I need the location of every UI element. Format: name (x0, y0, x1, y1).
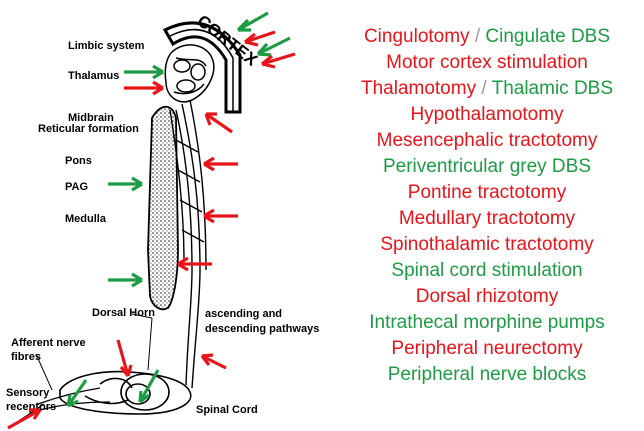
procedure-item: Periventricular grey DBS (330, 154, 644, 180)
procedure-item: Spinothalamic tractotomy (330, 232, 644, 258)
procedure-name: Mesencephalic tractotomy (377, 130, 598, 151)
arrow-thalamic-dbs (124, 66, 163, 78)
procedure-name: Intrathecal morphine pumps (369, 312, 605, 333)
procedure-name: Peripheral neurectomy (391, 338, 582, 359)
arrow-motor-cortex (258, 38, 290, 55)
arrow-mesencephalic (204, 158, 238, 170)
procedure-separator: / (476, 78, 492, 99)
procedure-alternative: Thalamic DBS (492, 78, 613, 99)
label-pathways-line1: ascending and (205, 308, 282, 320)
procedure-item: Intrathecal morphine pumps (330, 310, 644, 336)
procedure-item: Cingulotomy / Cingulate DBS (330, 24, 644, 50)
arrow-pontine (204, 210, 238, 222)
procedure-name: Cingulotomy (364, 26, 470, 47)
procedure-name: Peripheral nerve blocks (388, 364, 587, 385)
procedure-name: Medullary tractotomy (399, 208, 575, 229)
thalamus-structure (165, 45, 214, 102)
procedure-name: Spinal cord stimulation (391, 260, 582, 281)
procedure-item: Hypothalamotomy (330, 102, 644, 128)
label-medulla: Medulla (65, 213, 107, 225)
procedure-item: Thalamotomy / Thalamic DBS (330, 76, 644, 102)
label-spinal-cord: Spinal Cord (196, 404, 258, 416)
arrow-pag-dbs (108, 178, 142, 190)
arrow-dorsal-rhizotomy (118, 340, 131, 376)
arrow-medullary (178, 258, 212, 270)
procedure-alternative: Cingulate DBS (485, 26, 610, 47)
procedure-item: Motor cortex stimulation (330, 50, 644, 76)
arrow-thalamotomy (124, 82, 163, 94)
label-thalamus: Thalamus (68, 70, 119, 82)
procedure-item: Mesencephalic tractotomy (330, 128, 644, 154)
procedure-name: Motor cortex stimulation (386, 52, 588, 73)
label-pathways-line2: descending pathways (205, 323, 319, 335)
label-pag: PAG (65, 181, 88, 193)
procedure-item: Medullary tractotomy (330, 206, 644, 232)
label-afferent-line1: Afferent nerve (11, 337, 86, 349)
label-sensory-line1: Sensory (6, 387, 50, 399)
procedure-name: Dorsal rhizotomy (416, 286, 559, 307)
spinal-cord-section (60, 372, 191, 414)
procedure-name: Thalamotomy (361, 78, 476, 99)
arrow-spinal-cord-stim (108, 274, 142, 286)
procedure-item: Dorsal rhizotomy (330, 284, 644, 310)
arrow-spinothalamic (202, 355, 226, 368)
arrow-cingulotomy (245, 32, 275, 45)
procedure-name: Hypothalamotomy (410, 104, 563, 125)
procedure-item: Peripheral neurectomy (330, 336, 644, 362)
arrow-cingulate-dbs (238, 13, 268, 30)
label-afferent-line2: fibres (11, 351, 41, 363)
procedure-item: Pontine tractotomy (330, 180, 644, 206)
procedure-separator: / (470, 26, 486, 47)
label-reticular-formation: Reticular formation (38, 123, 139, 135)
arrow-hypothalamotomy (206, 114, 232, 132)
label-dorsal-horn: Dorsal Horn (92, 307, 155, 319)
procedure-name: Spinothalamic tractotomy (380, 234, 593, 255)
procedure-name: Pontine tractotomy (408, 182, 566, 203)
procedure-item: Peripheral nerve blocks (330, 362, 644, 388)
label-limbic-system: Limbic system (68, 40, 145, 52)
procedure-item: Spinal cord stimulation (330, 258, 644, 284)
procedure-name: Periventricular grey DBS (383, 156, 591, 177)
label-pons: Pons (65, 155, 92, 167)
